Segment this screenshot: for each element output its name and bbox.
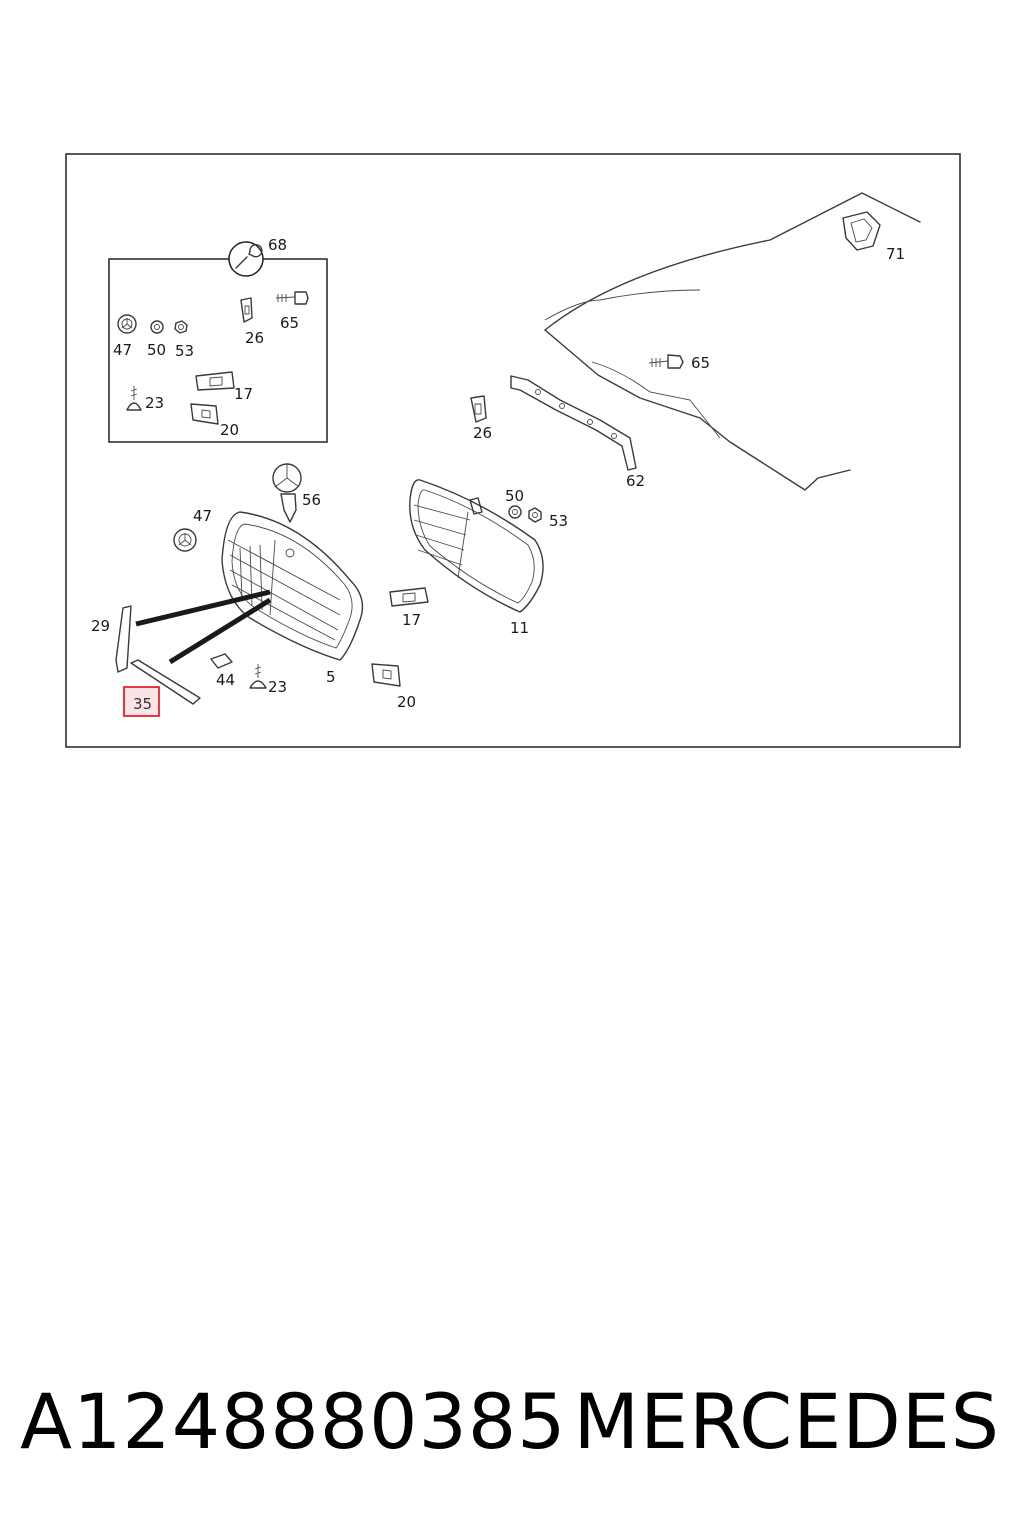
grille-frame-11 — [409, 479, 544, 613]
bracket-17-inset — [195, 371, 235, 391]
callout-47-inset: 47 — [113, 341, 132, 359]
callout-65-inset: 65 — [280, 314, 299, 332]
radiator-grille-5 — [221, 511, 364, 661]
bracket-20 — [371, 663, 401, 687]
callout-50-inset: 50 — [147, 341, 166, 359]
hood-panel — [544, 192, 921, 491]
callout-17-inset: 17 — [234, 385, 253, 403]
callout-53-inset: 53 — [175, 342, 194, 360]
highlight-box — [123, 686, 160, 717]
clip-26 — [470, 395, 487, 423]
bracket-20-inset — [190, 403, 219, 425]
screw-65-inset — [275, 291, 309, 305]
callout-26: 26 — [473, 424, 492, 442]
callout-20-inset: 20 — [220, 421, 239, 439]
washer-50-inset — [150, 320, 164, 334]
nut-53 — [528, 507, 542, 523]
trim-strip-29 — [115, 605, 132, 673]
leader-35 — [168, 597, 272, 665]
callout-23-inset: 23 — [145, 394, 164, 412]
brand-name: MERCEDES — [573, 1377, 1000, 1466]
kit-inset-box — [108, 258, 328, 443]
callout-35: 35 — [133, 695, 152, 713]
wrench-icon — [228, 241, 264, 277]
washer-50 — [508, 505, 522, 519]
callout-29: 29 — [91, 617, 110, 635]
bracket-17 — [389, 587, 429, 607]
callout-62: 62 — [626, 472, 645, 490]
seal-strip-62 — [510, 375, 637, 471]
callout-20: 20 — [397, 693, 416, 711]
clip-44 — [210, 653, 233, 669]
star-badge-47-inset — [117, 314, 137, 334]
callout-35-highlight[interactable]: 35 — [123, 686, 160, 717]
callout-26-inset: 26 — [245, 329, 264, 347]
callout-47: 47 — [193, 507, 212, 525]
callout-53: 53 — [549, 512, 568, 530]
star-badge-47 — [173, 528, 197, 552]
diagram-frame — [65, 153, 961, 748]
screw-23-inset — [126, 386, 142, 411]
part-number: A1248880385 — [20, 1377, 567, 1466]
screw-65-hood — [648, 354, 684, 369]
caption-bar: A1248880385 MERCEDES — [0, 1372, 1024, 1472]
callout-44: 44 — [216, 671, 235, 689]
callout-71: 71 — [886, 245, 905, 263]
trim-strip-35 — [130, 659, 201, 705]
callout-65: 65 — [691, 354, 710, 372]
callout-23: 23 — [268, 678, 287, 696]
callout-17: 17 — [402, 611, 421, 629]
callout-56: 56 — [302, 491, 321, 509]
callout-68: 68 — [268, 236, 287, 254]
clip-26-inset — [240, 297, 253, 323]
star-emblem-56 — [272, 463, 302, 523]
callout-50: 50 — [505, 487, 524, 505]
nut-53-inset — [174, 320, 188, 334]
screw-23 — [249, 664, 267, 689]
leader-29 — [135, 589, 271, 627]
callout-11: 11 — [510, 619, 529, 637]
latch-71 — [842, 211, 881, 251]
callout-5: 5 — [326, 668, 336, 686]
